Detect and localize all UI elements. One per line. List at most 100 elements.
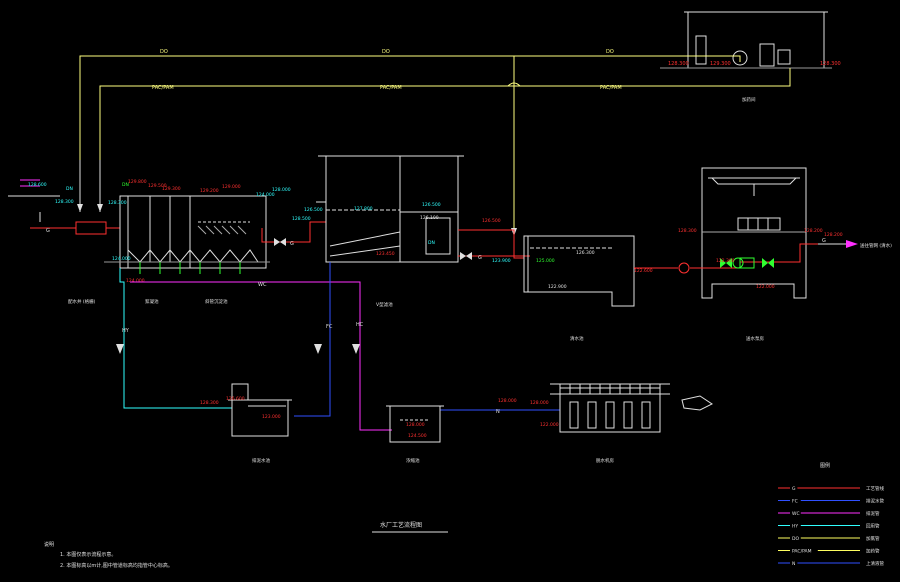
filter-elevations: 127.800 126.500 126.100 123.450 DN [354,202,441,257]
v-filter [316,155,464,263]
svg-text:122.300: 122.300 [716,258,735,264]
legend-code: FC [792,498,798,504]
valve-1 [274,238,286,246]
label-dosing-room: 加药间 [742,96,756,103]
svg-text:129.300: 129.300 [162,186,181,192]
dosing-elevation-3: 128.300 [820,61,841,67]
svg-text:122.000: 122.000 [756,284,775,290]
svg-text:126.100: 126.100 [420,215,439,221]
valve-2 [460,252,472,260]
legend-name: 加氯管 [866,535,880,542]
pump-house [701,167,807,299]
legend-title: 图例 [820,462,830,469]
sludge-elevations: 128.300 126.600 123.000 [200,396,281,420]
dosing-elevation-2: 128.300 [668,61,689,67]
legend-code: WC [792,511,800,517]
dewater-house [550,383,713,433]
svg-text:DN: DN [428,240,435,246]
svg-text:128.200: 128.200 [804,228,823,234]
pipe-label-pac-mid: PAC/PAM [380,85,402,91]
outlet-text: 送往管网 (清水) [860,242,892,249]
floc-elevations: 129.800 129.500 129.300 129.200 129.000 … [108,179,241,284]
sludge-lines [119,262,560,431]
clear-well [523,235,635,307]
svg-text:128.300: 128.300 [678,228,697,234]
inlet-elevation-1: 128.600 [28,182,47,188]
svg-text:123.000: 123.000 [262,414,281,420]
note-2: 2. 本图标高以m计,图中管道标高均指管中心标高。 [60,562,173,569]
inlet-elevation-2: 128.300 [55,199,74,205]
label-sludge-pool: 排泥水池 [252,457,270,464]
svg-text:128.300: 128.300 [200,400,219,406]
dosing-room [660,11,832,69]
label-pump-house: 送水泵房 [746,335,764,342]
label-dewater: 脱水机房 [596,457,614,464]
pipe-label-g-mid1: G [290,241,294,247]
legend-name: 排泥水管 [866,497,884,504]
svg-text:128.200: 128.200 [824,232,843,238]
filter-bottom-drains [139,262,241,274]
label-grid-well: 配水井 (格栅) [68,298,96,305]
legend-name: 加药管 [866,547,880,554]
svg-text:126.500: 126.500 [422,202,441,208]
svg-text:125.000: 125.000 [536,258,555,264]
thickener-elevations: 128.000 124.500 [406,422,427,439]
pump-set [720,257,774,269]
floc-sed-structure [104,195,270,269]
pipe-elev-filter-out2: 123.900 [492,258,511,264]
legend-code: N [792,561,795,567]
legend-row: DO 加氯管 [778,534,880,542]
pipe-elevations-1: 124.000 128.000 128.500 126.500 [256,187,323,222]
svg-text:127.800: 127.800 [354,206,373,212]
filter-to-clear-pipe [458,229,530,259]
pipe-label-do-left: DO [160,49,168,55]
label-filter: V型滤池 [376,301,393,308]
dosing-elevation-1: 129.300 [710,61,731,67]
label-clear-well: 清水池 [570,335,584,342]
legend-code: G [792,486,796,492]
legend-row: N 上清液管 [778,559,884,567]
svg-text:128.000: 128.000 [498,398,517,404]
pipe-label-do-right: DO [606,49,614,55]
legend-row: PAC/PAM 加药管 [778,547,880,554]
svg-text:124.000: 124.000 [112,256,131,262]
svg-text:123.450: 123.450 [376,251,395,257]
svg-text:128.300: 128.300 [108,200,127,206]
legend-name: 上清液管 [866,560,884,567]
svg-text:124.500: 124.500 [408,433,427,439]
svg-text:128.000: 128.000 [406,422,425,428]
svg-text:124.000: 124.000 [126,278,145,284]
pipe-label-g-inlet: G [46,228,50,234]
pipe-elev-filter-out: 126.500 [482,218,501,224]
dewater-elevations: 128.000 128.000 122.000 [498,398,559,428]
svg-text:DN: DN [122,182,129,188]
svg-text:129.200: 129.200 [200,188,219,194]
pipe-label-do-mid: DO [382,49,390,55]
pipe-label-hy: HY [122,328,130,334]
svg-text:129.800: 129.800 [128,179,147,185]
pipe-label-fc: FC [326,324,333,330]
svg-text:124.000: 124.000 [256,192,275,198]
thickener [386,405,444,443]
legend-code: PAC/PAM [792,548,812,554]
pipe-label-g-out: G [822,238,826,244]
label-sed-tank: 斜管沉淀池 [205,298,228,305]
note-1: 1. 本图仅表示流程示意。 [60,551,116,558]
pipe-label-pac-left: PAC/PAM [152,85,174,91]
inlet-pipe [30,204,121,235]
pipe-label-hc: HC [356,322,364,328]
svg-text:128.000: 128.000 [272,187,291,193]
clear-elevations: 126.300 125.000 122.900 122.600 [536,250,653,290]
sludge-arrows [116,344,360,354]
legend-code: DO [792,536,799,542]
outlet-arrow [846,240,858,248]
svg-text:126.300: 126.300 [576,250,595,256]
pipe-label-n: N [496,409,500,415]
svg-text:122.900: 122.900 [548,284,567,290]
svg-text:122.000: 122.000 [540,422,559,428]
svg-text:129.000: 129.000 [222,184,241,190]
